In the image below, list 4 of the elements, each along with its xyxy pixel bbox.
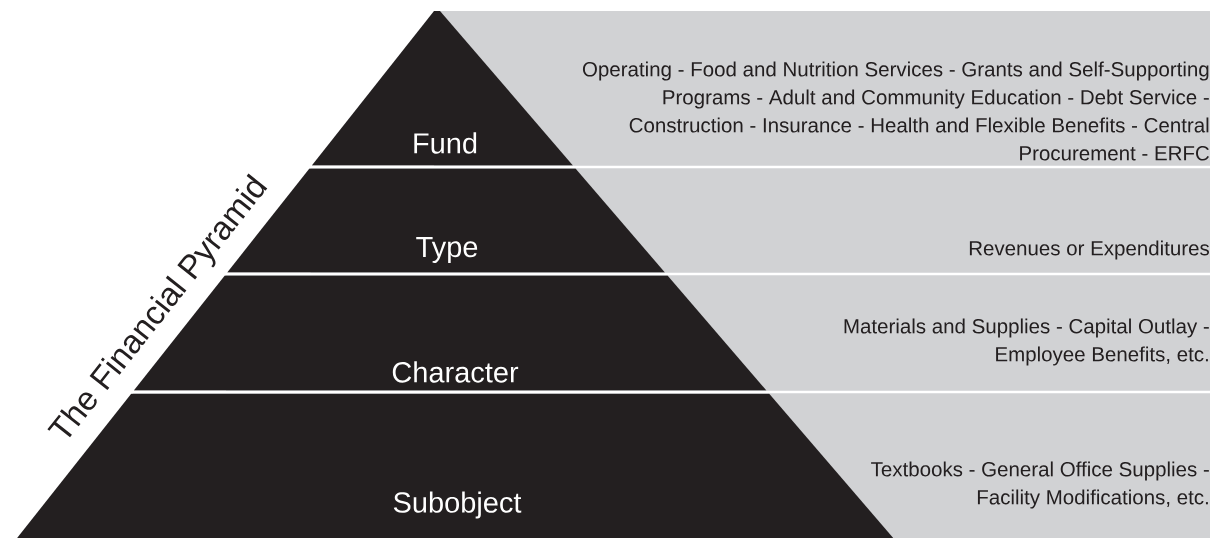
- description-text: Revenues or Expenditures: [969, 240, 1209, 260]
- description-text: Operating - Food and Nutrition Services - Grants and Self-Supporting Programs - Adult and Community Education - Debt Service - Construction - Insurance - Health and Flexible Benefits - Central Procurement - ERFC: [582, 61, 1209, 161]
- description-text: Textbooks - General Office Supplies - Facility Modifications, etc.: [871, 461, 1209, 509]
- description-text: Materials and Supplies - Capital Outlay - Employee Benefits, etc.: [844, 318, 1209, 366]
